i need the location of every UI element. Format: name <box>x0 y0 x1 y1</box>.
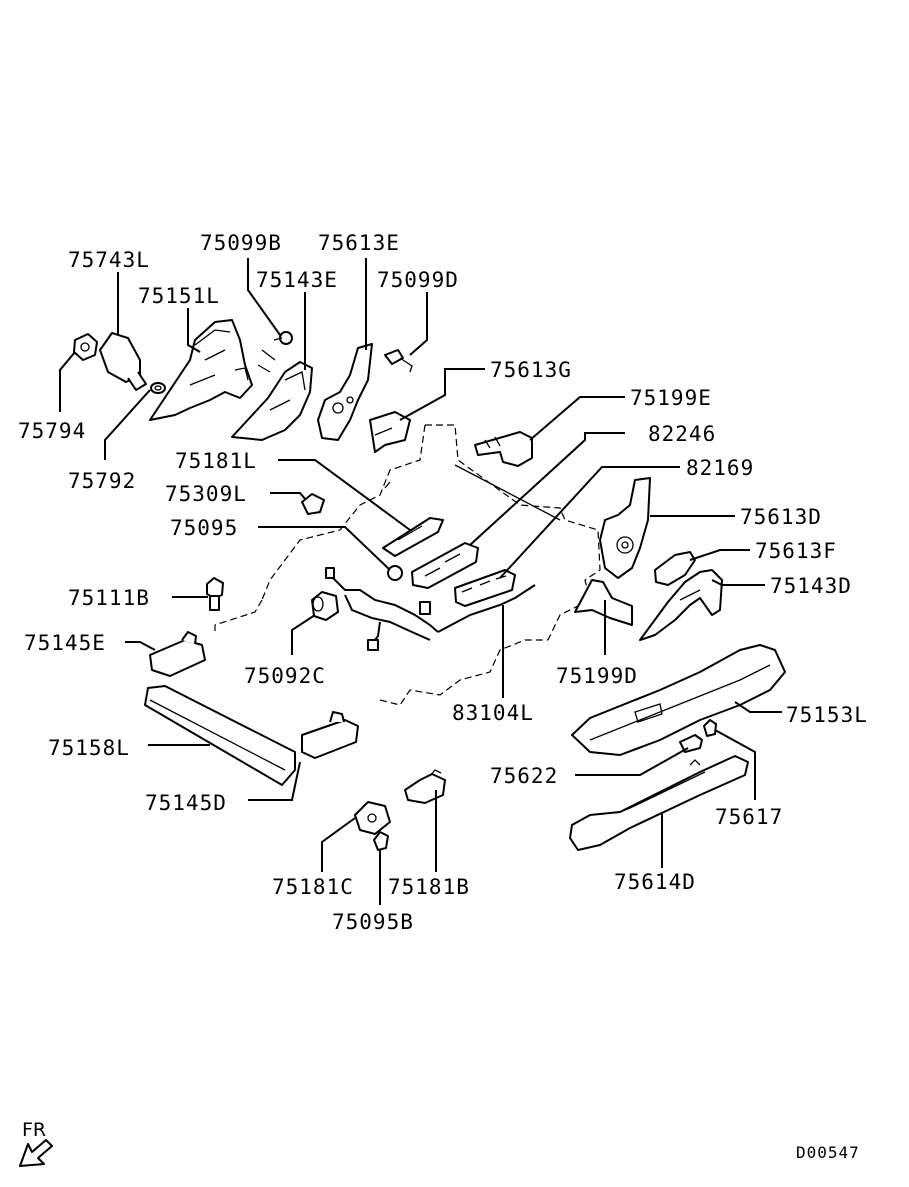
part-75158L-shield <box>144 685 296 786</box>
part-75309L-clip <box>301 493 325 515</box>
label-75099D: 75099D <box>377 268 459 292</box>
label-75143E: 75143E <box>256 268 338 292</box>
part-75143E-cover <box>231 349 313 441</box>
part-75181L-trim <box>382 517 444 557</box>
part-75145E-cap <box>149 631 206 677</box>
part-75181B-trim <box>404 769 446 804</box>
label-75743L: 75743L <box>68 248 150 272</box>
part-75099B-screw <box>273 331 293 345</box>
part-75613E-bracket <box>317 343 373 441</box>
label-75613E: 75613E <box>318 231 400 255</box>
front-arrow-icon <box>19 1139 53 1167</box>
label-75181C: 75181C <box>272 875 354 899</box>
label-75614D: 75614D <box>614 870 696 894</box>
part-75792-washer <box>150 382 166 394</box>
part-75613D-bracket <box>599 477 651 579</box>
part-75111B-bolt <box>206 577 224 611</box>
label-75199D: 75199D <box>556 664 638 688</box>
label-75095B: 75095B <box>332 910 414 934</box>
label-75145E: 75145E <box>24 631 106 655</box>
label-83104L: 83104L <box>452 701 534 725</box>
label-75151L: 75151L <box>138 284 220 308</box>
label-75181B: 75181B <box>388 875 470 899</box>
part-75181C-trim <box>354 801 391 835</box>
part-75617-clip <box>703 719 717 737</box>
label-75613F: 75613F <box>755 539 837 563</box>
label-75181L: 75181L <box>175 449 257 473</box>
label-82246: 82246 <box>648 422 716 446</box>
label-75111B: 75111B <box>68 586 150 610</box>
part-83104L-harness <box>325 567 536 651</box>
part-labels: 75743L 75151L 75099B 75613E 75143E 75099… <box>18 231 868 934</box>
direction-label: FR <box>22 1119 46 1141</box>
part-75794-nut <box>73 333 98 361</box>
label-75095: 75095 <box>170 516 238 540</box>
label-75199E: 75199E <box>630 386 712 410</box>
label-75617: 75617 <box>715 805 783 829</box>
part-75145D-cap <box>301 711 359 759</box>
part-75743L-knob <box>99 332 147 391</box>
part-75099D-bolt <box>384 349 413 373</box>
label-75622: 75622 <box>490 764 558 788</box>
part-75622-clip <box>679 734 703 753</box>
part-75614D-lower-cover <box>569 755 749 851</box>
label-75145D: 75145D <box>145 791 227 815</box>
leader-lines <box>59 258 782 905</box>
seat-frame-outline <box>214 424 601 706</box>
part-75613G-bracket <box>369 411 411 453</box>
label-75143D: 75143D <box>770 574 852 598</box>
label-75794: 75794 <box>18 419 86 443</box>
part-75199E-cover <box>474 431 533 467</box>
part-75151L-cover <box>149 319 253 421</box>
label-75153L: 75153L <box>786 703 868 727</box>
front-direction-indicator: FR <box>19 1119 53 1167</box>
label-75613G: 75613G <box>490 358 572 382</box>
part-75095-clip <box>387 565 403 581</box>
part-75092C-cylinder <box>311 591 339 621</box>
label-75092C: 75092C <box>244 664 326 688</box>
part-75143D-cover <box>639 569 723 641</box>
part-82246-switch <box>411 542 479 589</box>
label-75792: 75792 <box>68 469 136 493</box>
label-75158L: 75158L <box>48 736 130 760</box>
label-82169: 82169 <box>686 456 754 480</box>
label-75099B: 75099B <box>200 231 282 255</box>
part-82169-switch <box>454 569 516 607</box>
part-75153L-side-cover <box>571 644 786 756</box>
label-75613D: 75613D <box>740 505 822 529</box>
label-75309L: 75309L <box>165 482 247 506</box>
part-75613F-bracket <box>654 551 696 586</box>
part-75199D-cover <box>574 579 633 626</box>
diagram-id: D00547 <box>796 1143 860 1162</box>
part-75095B-clip <box>373 831 389 851</box>
